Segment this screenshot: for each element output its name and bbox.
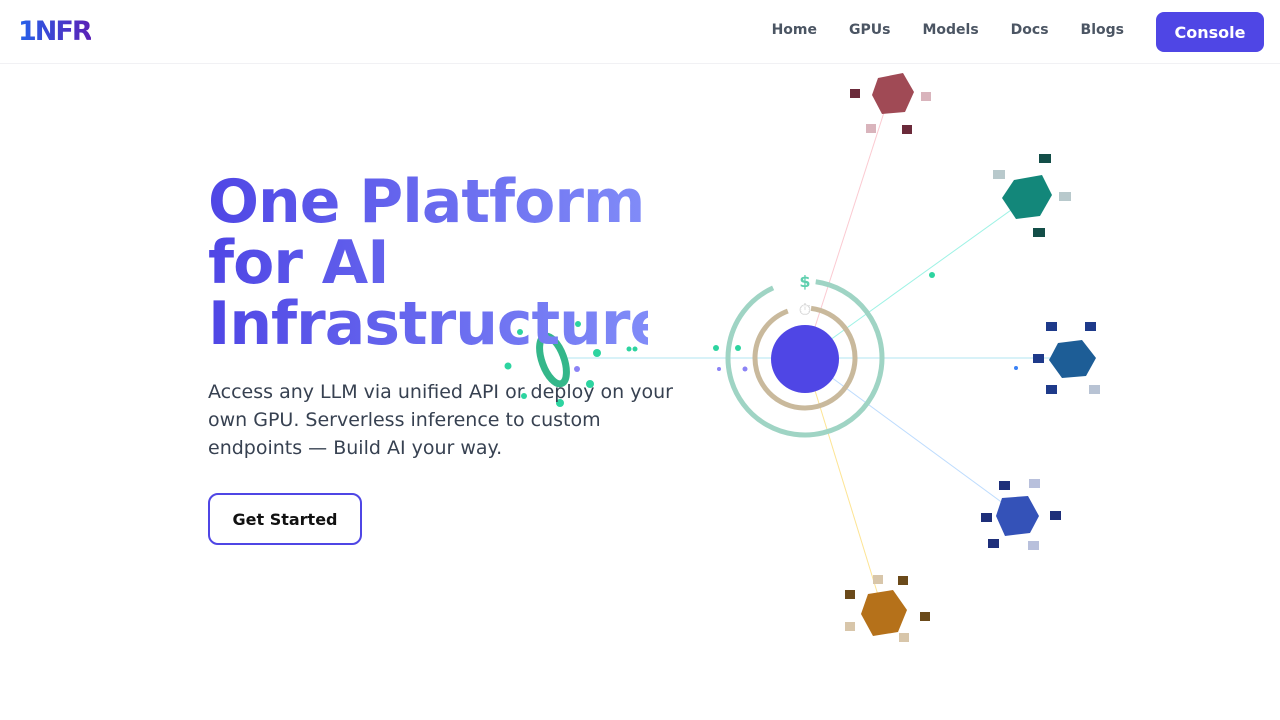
green-torus <box>536 332 570 388</box>
hero-subtitle: Access any LLM via unified API or deploy… <box>208 381 673 459</box>
particles <box>504 272 935 407</box>
nav-blogs[interactable]: Blogs <box>1080 22 1124 38</box>
nav-links: Home GPUs Models Docs Blogs <box>772 22 1124 38</box>
nav-models[interactable]: Models <box>922 22 979 38</box>
nav-docs[interactable]: Docs <box>1010 22 1049 38</box>
stopwatch-icon: ⏱ <box>799 300 811 319</box>
hero-title: One Platform for AI Infrastructure <box>208 167 670 359</box>
nav-home[interactable]: Home <box>771 22 818 38</box>
brand-logo[interactable]: 1NFR <box>18 16 93 47</box>
nav-gpus[interactable]: GPUs <box>849 22 891 38</box>
top-nav: 1NFR Home GPUs Models Docs Blogs Console <box>0 0 1280 64</box>
get-started-button[interactable]: Get Started <box>208 493 362 545</box>
satellite-teal <box>993 154 1071 237</box>
satellite-red <box>850 73 931 134</box>
satellite-orange <box>845 575 930 642</box>
satellite-indigo <box>981 479 1061 550</box>
center-sphere <box>771 325 839 393</box>
dollar-icon: $ <box>799 272 810 291</box>
console-button[interactable]: Console <box>1156 12 1264 52</box>
satellite-blue <box>1033 322 1100 394</box>
